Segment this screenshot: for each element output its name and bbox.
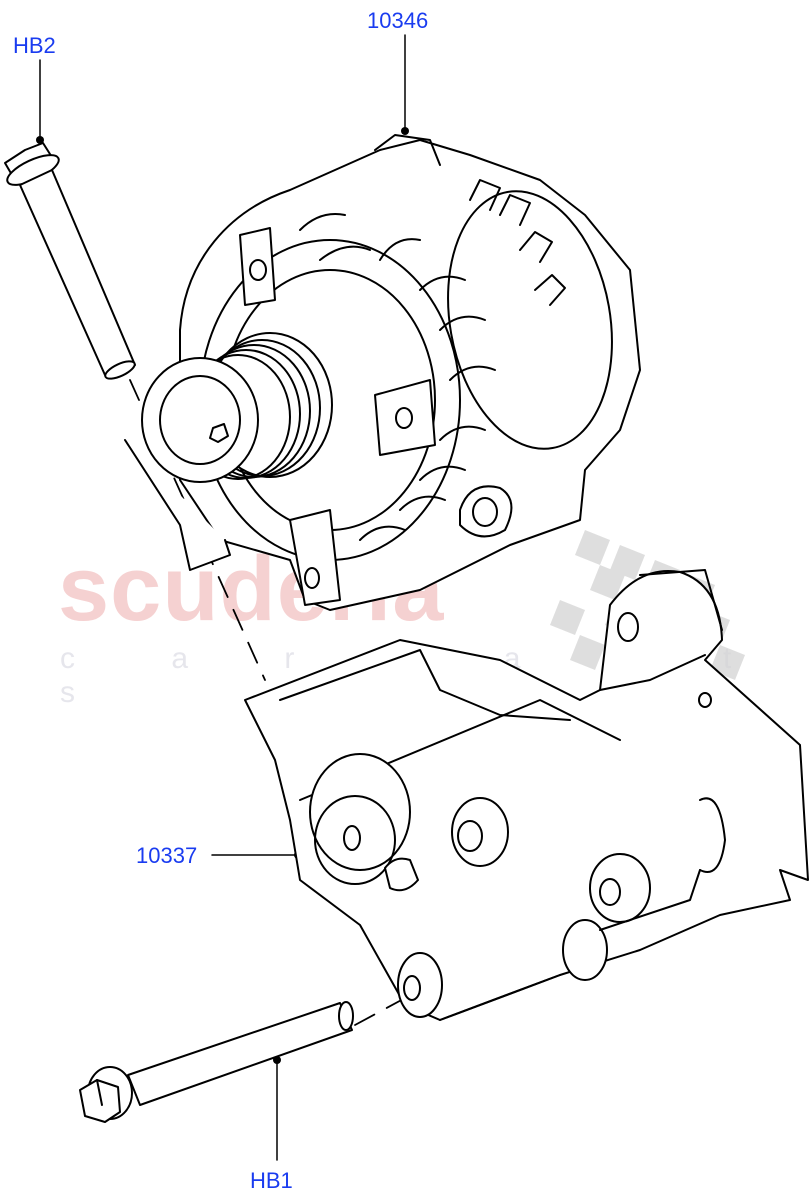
bolt-hb1-drawing bbox=[79, 1001, 354, 1123]
bolt-hb2-drawing bbox=[4, 142, 136, 380]
alternator-drawing bbox=[179, 134, 641, 611]
callout-10346[interactable]: 10346 bbox=[367, 8, 429, 33]
callout-hb2[interactable]: HB2 bbox=[13, 33, 56, 58]
bracket-drawing bbox=[244, 569, 809, 1021]
callout-hb1[interactable]: HB1 bbox=[250, 1168, 293, 1193]
pulley-drawing bbox=[124, 332, 333, 571]
callout-10337[interactable]: 10337 bbox=[136, 843, 198, 868]
